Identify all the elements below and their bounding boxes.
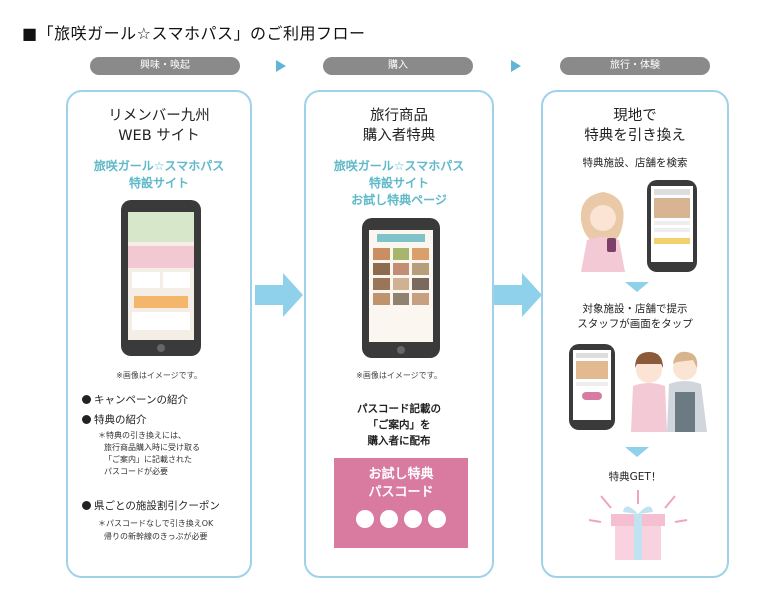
card-title-line1: 旅行商品: [370, 108, 428, 124]
down-arrow-icon: [625, 282, 649, 292]
teal-line3: お試し特典ページ: [351, 193, 447, 207]
teal-line1: 旅咲ガール☆スマホパス: [333, 159, 465, 173]
trial-passcode-box: お試し特典 パスコード: [334, 458, 468, 548]
benefit-note-1: ＊特典の引き換えには、: [98, 431, 186, 440]
stage-pill-purchase: 購入: [323, 57, 473, 75]
woman-with-phone-illustration: [580, 192, 625, 272]
flow-arrow-icon: [255, 273, 303, 317]
image-note: ※画像はイメージです。: [356, 371, 442, 380]
stage-arrow-icon: [511, 60, 521, 72]
phone-present-screen: [569, 344, 615, 430]
teal-line2: 特設サイト: [368, 176, 429, 190]
passcode-dots: [334, 510, 468, 532]
bullet-icon: [82, 501, 91, 510]
benefit-note-4: パスコードが必要: [104, 467, 168, 476]
stage-arrow-icon: [276, 60, 286, 72]
flow-arrow-icon: [494, 273, 542, 317]
card-website: リメンバー九州 WEB サイト 旅咲ガール☆スマホパス 特設サイト ※画像はイメ…: [66, 90, 252, 578]
image-note: ※画像はイメージです。: [116, 371, 202, 380]
distribute-line2: 「ご案内」を: [367, 419, 431, 431]
page-title: ■「旅咲ガール☆スマホパス」のご利用フロー: [22, 24, 366, 43]
teal-line1: 旅咲ガール☆スマホパス: [93, 159, 225, 173]
down-arrow-icon: [625, 447, 649, 457]
card-onsite: 現地で 特典を引き換え 特典施設、店舗を検索 対象施設・店舗で提示 スタッフが画…: [541, 90, 729, 578]
passcode-title-line1: お試し特典: [368, 467, 434, 482]
passcode-title-line2: パスコード: [368, 485, 434, 500]
phone-search-screen: [647, 180, 697, 272]
distribute-line1: パスコード記載の: [357, 403, 441, 415]
gift-box-icon: [588, 490, 688, 560]
bullet-icon: [82, 395, 91, 404]
step-present-line1: 対象施設・店舗で提示: [582, 303, 688, 315]
benefit-note-3: 「ご案内」に記載された: [104, 455, 192, 464]
step-search: 特典施設、店舗を検索: [582, 157, 688, 169]
card-title-line2: 購入者特典: [362, 128, 436, 144]
step-present-line2: スタッフが画面をタップ: [577, 318, 693, 330]
staff-tapping-illustration: [631, 351, 707, 432]
coupon-note-2: 帰りの新幹線のきっぷが必要: [104, 532, 208, 541]
distribute-line3: 購入者に配布: [367, 435, 431, 447]
bullet-benefits: 特典の紹介: [82, 412, 147, 427]
coupon-note-1: ＊パスコードなしで引き換えOK: [98, 519, 214, 528]
card-title-line2: WEB サイト: [118, 128, 200, 144]
bullet-coupon: 県ごとの施設割引クーポン: [82, 498, 220, 513]
card-title-line1: 現地で: [613, 108, 657, 124]
bullet-icon: [82, 415, 91, 424]
teal-line2: 特設サイト: [128, 176, 189, 190]
phone-mockup: [362, 218, 440, 358]
phone-mockup: [121, 200, 201, 356]
stage-pill-travel: 旅行・体験: [560, 57, 710, 75]
card-title-line2: 特典を引き換え: [584, 128, 686, 144]
step-get: 特典GET！: [608, 471, 662, 483]
stage-pill-interest: 興味・喚起: [90, 57, 240, 75]
card-title-line1: リメンバー九州: [108, 108, 210, 124]
benefit-note-2: 旅行商品購入時に受け取る: [104, 443, 200, 452]
card-purchase: 旅行商品 購入者特典 旅咲ガール☆スマホパス 特設サイト お試し特典ページ: [304, 90, 494, 578]
bullet-campaign: キャンペーンの紹介: [82, 392, 188, 407]
